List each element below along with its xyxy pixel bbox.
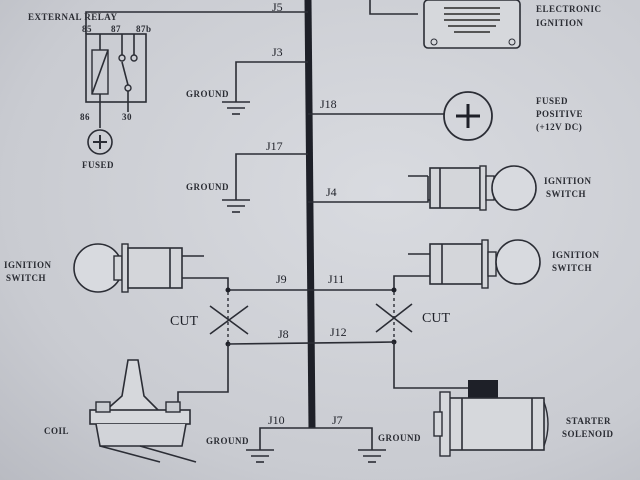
junction-j11: J11	[328, 272, 344, 286]
relay-pin-86: 86	[80, 112, 90, 122]
ground-1-label: GROUND	[186, 89, 229, 99]
ignition-switch-left-label-1: IGNITION	[4, 260, 52, 270]
electronic-ignition-label-2: IGNITION	[536, 18, 584, 28]
wire-starter	[393, 342, 468, 389]
wire-j10-j7	[259, 427, 373, 446]
junction-j3: J3	[272, 45, 283, 59]
junction-j18: J18	[320, 97, 337, 111]
electronic-ignition-label-1: ELECTRONIC	[536, 4, 602, 14]
wire-j4	[308, 176, 429, 203]
starter-solenoid-icon	[433, 380, 549, 457]
ignition-switch-right-label-1: IGNITION	[544, 176, 592, 186]
fused-positive-label-1: FUSED	[536, 96, 568, 106]
cut-x-icon	[375, 303, 413, 333]
starter-solenoid-label-1: STARTER	[566, 416, 611, 426]
external-relay-label: EXTERNAL RELAY	[28, 12, 117, 22]
ground-icon	[358, 446, 386, 463]
wire-j11-switch	[393, 275, 430, 290]
relay-pin-87b: 87b	[136, 24, 152, 34]
cut-x-icon	[209, 305, 249, 335]
ignition-switch-left-label-2: SWITCH	[6, 273, 46, 283]
ignition-switch-icon	[408, 239, 541, 289]
ground-icon	[246, 446, 274, 463]
fuse-plus-icon	[87, 129, 113, 155]
junction-j12: J12	[330, 325, 347, 339]
ignition-switch-right-label-2: SWITCH	[546, 189, 586, 199]
wire-electronic-ignition	[369, 0, 418, 15]
relay-pin-30: 30	[122, 112, 132, 122]
ignition-switch-right2-label-2: SWITCH	[552, 263, 592, 273]
junction-j17: J17	[266, 139, 283, 153]
junction-j10: J10	[268, 413, 285, 427]
ground-3-label: GROUND	[206, 436, 249, 446]
wire-j5	[85, 11, 308, 18]
ground-icon	[222, 98, 250, 115]
ignition-switch-right2-label-1: IGNITION	[552, 250, 600, 260]
coil-icon	[89, 359, 197, 463]
fused-left-label: FUSED	[82, 160, 114, 170]
ground-icon	[222, 196, 250, 213]
fused-positive-label-3: (+12V DC)	[536, 122, 582, 132]
junction-j9: J9	[276, 272, 287, 286]
wire-j17	[235, 153, 308, 196]
main-bus-wire	[304, 0, 316, 429]
junction-j8: J8	[278, 327, 289, 341]
cut-right-label: CUT	[422, 311, 450, 326]
fused-positive-label-2: POSITIVE	[536, 109, 583, 119]
ground-2-label: GROUND	[186, 182, 229, 192]
junction-j7: J7	[332, 413, 343, 427]
junction-j4: J4	[326, 185, 337, 199]
ignition-switch-icon	[73, 243, 229, 293]
electronic-ignition-icon	[423, 0, 521, 49]
relay-pin-87: 87	[111, 24, 121, 34]
cut-left-label: CUT	[170, 314, 198, 329]
wire-j3	[235, 61, 308, 98]
coil-label: COIL	[44, 426, 69, 436]
starter-solenoid-label-2: SOLENOID	[562, 429, 614, 439]
relay-icon	[85, 18, 147, 112]
junction-j5: J5	[272, 0, 283, 14]
ground-4-label: GROUND	[378, 433, 421, 443]
relay-pin-85: 85	[82, 24, 92, 34]
wire-coil	[177, 344, 229, 404]
fuse-plus-icon	[443, 91, 493, 141]
wire-j8-j12	[227, 341, 395, 345]
ignition-switch-icon	[408, 165, 537, 211]
